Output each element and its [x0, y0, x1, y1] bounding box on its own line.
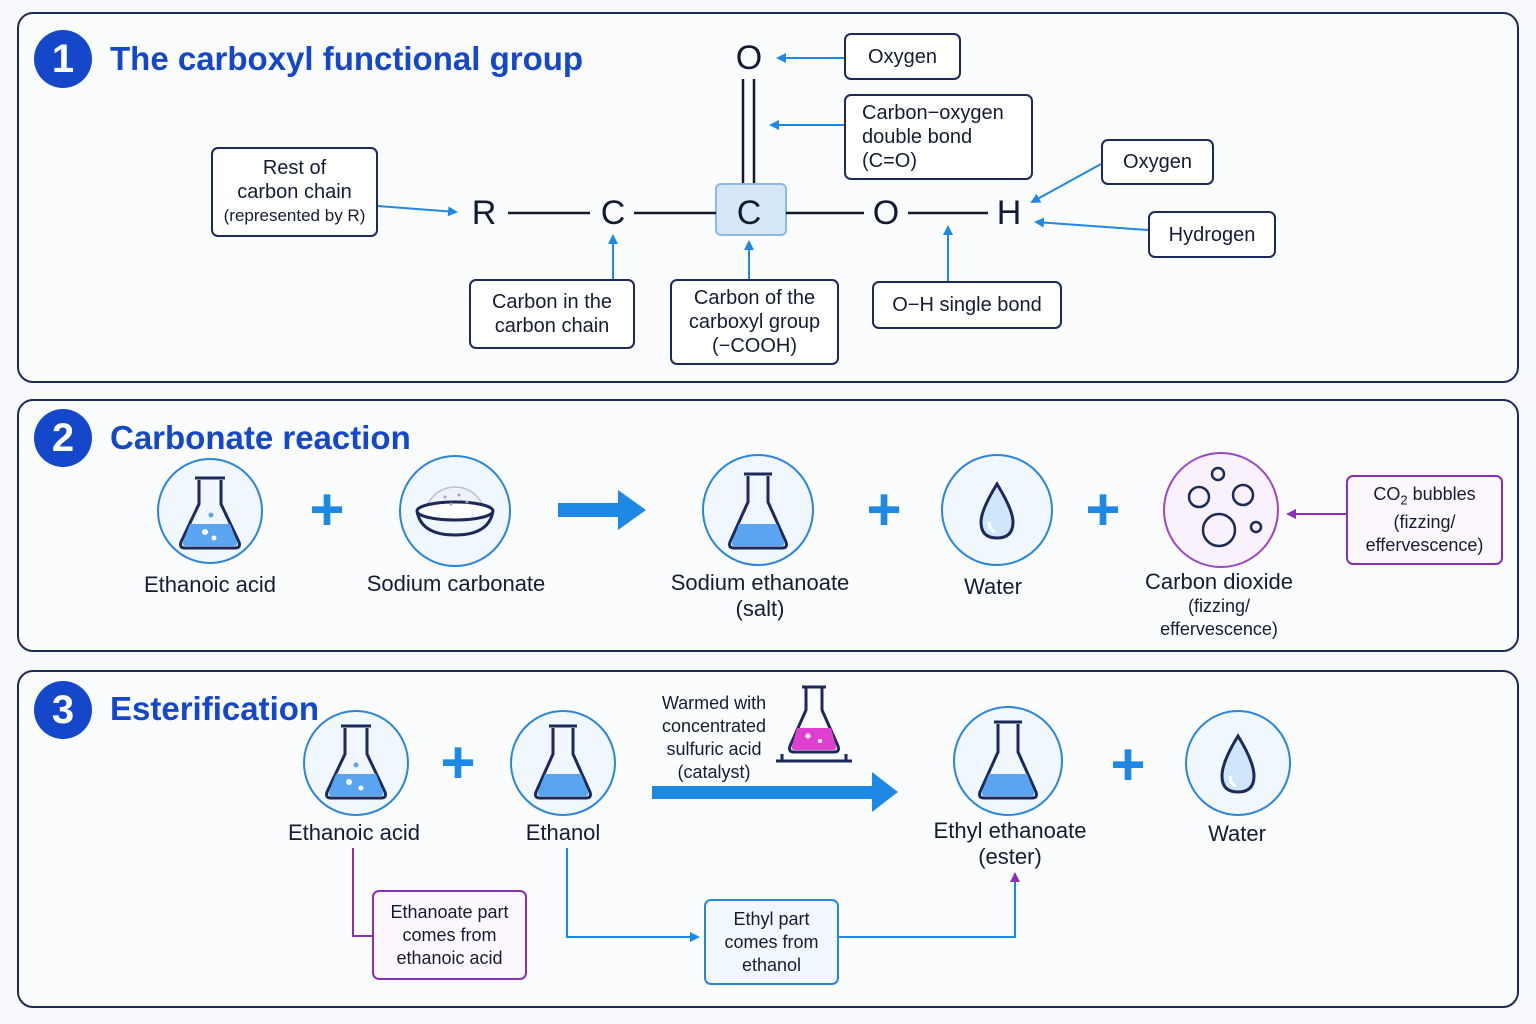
note-ethanoate-part: Ethanoate part comes from ethanoic acid — [372, 890, 527, 980]
label-carbon-of-carboxyl: Carbon of the carboxyl group (−COOH) — [670, 279, 839, 365]
sulfuric-acid-flask-icon — [774, 684, 854, 766]
water-drop-icon — [1185, 710, 1291, 816]
ethanol-flask-icon — [510, 710, 616, 816]
ethanoic-acid-flask-icon — [157, 458, 263, 564]
plus-sign: + — [309, 476, 345, 543]
label-oxygen-top: Oxygen — [844, 33, 961, 80]
plus-sign: + — [866, 476, 902, 543]
section-title: The carboxyl functional group — [110, 40, 584, 77]
note-ethyl-part: Ethyl part comes from ethanol — [704, 899, 839, 985]
label-sodium-ethanoate: Sodium ethanoate (salt) — [670, 570, 850, 621]
sodium-carbonate-bowl-icon — [399, 455, 511, 567]
ethyl-ethanoate-flask-icon — [953, 706, 1063, 816]
plus-sign: + — [440, 729, 476, 796]
label-carbon-in-chain: Carbon in the carbon chain — [469, 279, 635, 349]
catalyst-conditions: Warmed with concentrated sulfuric acid (… — [661, 693, 767, 782]
section-title: Carbonate reaction — [110, 419, 411, 456]
water-drop-icon — [941, 454, 1053, 566]
label-double-bond: Carbon−oxygen double bond (C=O) — [844, 94, 1033, 180]
atom-r: R — [471, 194, 497, 232]
section-title: Esterification — [110, 690, 320, 727]
atom-hydrogen: H — [996, 194, 1022, 232]
section-number-badge: 2 — [34, 409, 92, 467]
ethanoic-acid-flask-icon — [303, 710, 409, 816]
label-hydrogen: Hydrogen — [1148, 211, 1276, 258]
atom-carbon-carboxyl: C — [736, 194, 762, 232]
carboxyl-carbon-highlight — [715, 183, 787, 236]
co2-bubbles-icon — [1163, 452, 1279, 568]
label-ethanol: Ethanol — [525, 820, 601, 845]
note-co2-bubbles: CO2 bubbles (fizzing/ effervescence) — [1346, 475, 1503, 565]
plus-sign: + — [1110, 731, 1146, 798]
atom-oxygen-single: O — [872, 194, 900, 232]
section-number-badge: 3 — [34, 681, 92, 739]
plus-sign: + — [1085, 476, 1121, 543]
label-sodium-carbonate: Sodium carbonate — [366, 571, 546, 596]
label-water: Water — [1208, 821, 1266, 846]
atom-oxygen-double: O — [735, 39, 763, 77]
label-ethyl-ethanoate: Ethyl ethanoate (ester) — [933, 818, 1087, 869]
label-carbon-dioxide: Carbon dioxide (fizzing/ effervescence) — [1145, 569, 1293, 639]
label-ethanoic-acid: Ethanoic acid — [143, 572, 277, 597]
label-rest-of-chain: Rest of carbon chain (represented by R) — [211, 147, 378, 237]
sodium-ethanoate-flask-icon — [702, 454, 814, 566]
section-number-badge: 1 — [34, 30, 92, 88]
label-ethanoic-acid: Ethanoic acid — [287, 820, 421, 845]
label-oh-bond: O−H single bond — [872, 281, 1062, 329]
atom-carbon-chain: C — [600, 194, 626, 232]
label-water: Water — [964, 574, 1022, 599]
label-oxygen-right: Oxygen — [1101, 139, 1214, 185]
